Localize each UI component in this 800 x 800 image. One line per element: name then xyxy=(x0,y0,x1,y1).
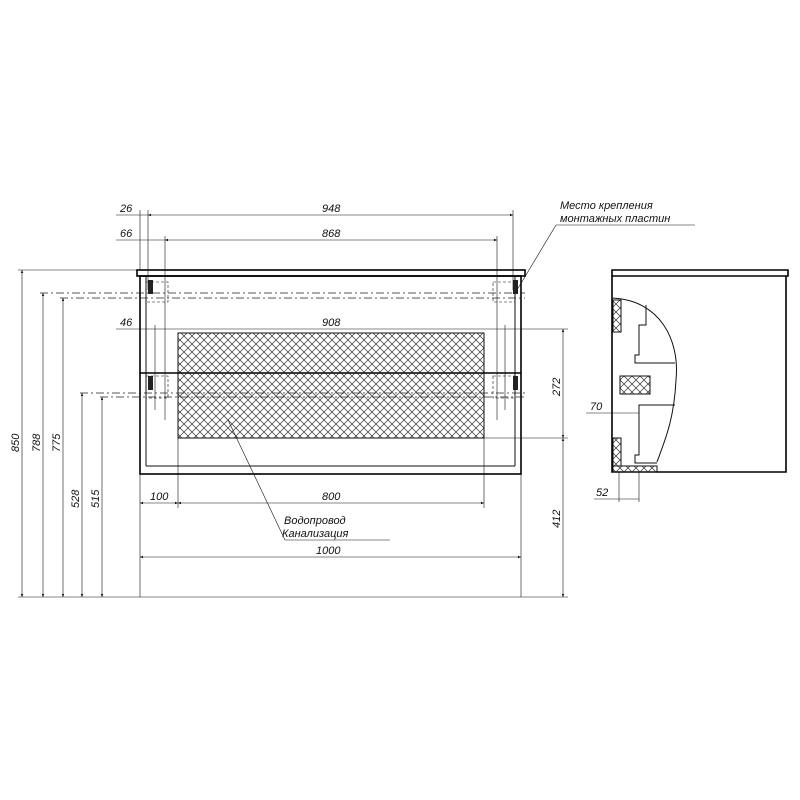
siphon-lower xyxy=(634,404,675,464)
mounting-plates xyxy=(145,280,518,399)
siphon-upper xyxy=(634,305,675,364)
mount-plate-lower xyxy=(612,437,622,467)
dim-788: 788 xyxy=(31,433,43,452)
dim-1000: 1000 xyxy=(316,545,341,557)
side-bottom-rail xyxy=(612,465,658,473)
dim-66: 66 xyxy=(120,228,133,240)
dim-515: 515 xyxy=(90,489,102,508)
mount-plate-upper xyxy=(612,299,622,333)
dim-775: 775 xyxy=(51,433,63,452)
countertop xyxy=(136,269,526,277)
dim-868: 868 xyxy=(322,228,341,240)
dim-46: 46 xyxy=(120,317,133,329)
callout-pipes: Водопровод Канализация xyxy=(227,419,390,541)
horizontal-dimensions: 26 948 66 868 46 908 100 800 1000 xyxy=(116,203,568,597)
front-view: 26 948 66 868 46 908 100 800 1000 xyxy=(10,200,695,598)
dim-528: 528 xyxy=(70,489,82,508)
callout-mounting: Место крепления монтажных пластин xyxy=(516,200,695,291)
dim-850: 850 xyxy=(10,433,22,452)
callout-pipes-line1: Водопровод xyxy=(284,515,346,527)
side-countertop xyxy=(611,269,789,277)
side-view: 70 52 xyxy=(586,269,789,502)
callout-pipes-line2: Канализация xyxy=(282,528,348,540)
dim-908: 908 xyxy=(322,317,341,329)
dim-100: 100 xyxy=(150,491,169,503)
callout-mount-line2: монтажных пластин xyxy=(560,213,670,225)
dim-70: 70 xyxy=(590,401,603,413)
dim-412: 412 xyxy=(551,510,563,528)
cabinet-body xyxy=(139,275,522,475)
pipe-zone-hatch xyxy=(177,332,485,439)
sink-bowl-curve xyxy=(611,297,677,463)
dim-26: 26 xyxy=(119,203,133,215)
side-body xyxy=(611,276,787,473)
dim-948: 948 xyxy=(322,203,341,215)
callout-mount-line1: Место крепления xyxy=(560,200,653,212)
pipe-section xyxy=(619,375,651,395)
vertical-dimensions: 850 788 775 528 515 272 412 xyxy=(10,269,568,598)
dim-800: 800 xyxy=(322,491,341,503)
dim-52: 52 xyxy=(596,487,608,499)
dim-272: 272 xyxy=(551,378,563,397)
